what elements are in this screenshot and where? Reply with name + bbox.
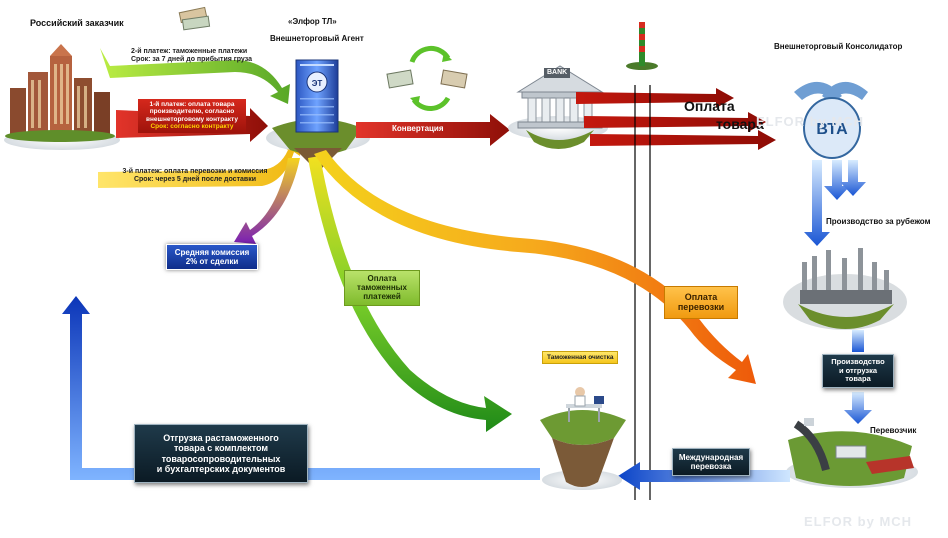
consolidator-logo: ВТА bbox=[794, 81, 868, 159]
customer-label: Российский заказчик bbox=[30, 18, 124, 28]
customs-island-illustration bbox=[540, 387, 626, 490]
border-post bbox=[626, 22, 658, 70]
avg-commission-line2: 2% от сделки bbox=[185, 257, 239, 267]
carrier-illustration bbox=[786, 418, 918, 488]
shipment-line2: товара с комплектом bbox=[173, 443, 268, 454]
arrow-payment-3 bbox=[98, 134, 302, 188]
agent-role-label: Внешнеторговый Агент bbox=[270, 34, 364, 43]
arrow-conversion bbox=[356, 114, 510, 146]
payment-goods-label-1: Оплата bbox=[684, 98, 735, 114]
payment-1-box: 1-й платеж: оплата товара производителю,… bbox=[138, 99, 246, 133]
bank-illustration bbox=[508, 65, 608, 149]
customer-city-illustration bbox=[4, 44, 120, 150]
intl-transport-line2: перевозка bbox=[690, 462, 732, 472]
conversion-label: Конвертация bbox=[392, 124, 444, 133]
payment-2-line2: Срок: за 7 дней до прибытия груза bbox=[131, 56, 252, 64]
watermark-bottom: ELFOR by MCH bbox=[804, 514, 913, 529]
shipment-box: Отгрузка растаможенного товара с комплек… bbox=[134, 424, 308, 484]
production-abroad-label: Производство за рубежом bbox=[826, 217, 931, 226]
intl-transport-line1: Международная bbox=[678, 453, 744, 462]
payment-1-line2: производителю, согласно bbox=[149, 108, 235, 116]
payment-2-box: 2-й платеж: таможенные платежи Срок: за … bbox=[128, 46, 264, 66]
bta-logo-text: ВТА bbox=[816, 121, 848, 138]
shipment-line3: товаросопроводительных bbox=[161, 453, 281, 464]
carrier-label: Перевозчик bbox=[870, 426, 917, 435]
avg-commission-box: Средняя комиссия 2% от сделки bbox=[166, 244, 258, 271]
bank-label: BANK bbox=[544, 68, 571, 79]
transport-payment-line2: перевозки bbox=[677, 302, 725, 313]
customs-clearance-label: Таможенная очистка bbox=[542, 351, 619, 365]
production-shipping-box: Производство и отгрузка товара bbox=[822, 354, 894, 388]
transport-payment-line1: Оплата bbox=[684, 292, 718, 302]
shipment-line4: и бухгалтерских документов bbox=[156, 464, 286, 475]
arrows-consolidator-to-production bbox=[804, 160, 866, 246]
customs-payments-line3: платежей bbox=[363, 292, 401, 302]
payment-1-line1: 1-й платеж: оплата товара bbox=[149, 101, 235, 108]
production-shipping-line3: товара bbox=[845, 374, 871, 384]
payment-1-line3: внешнеторговому контракту bbox=[145, 115, 239, 123]
factory-illustration bbox=[783, 248, 907, 330]
watermark-top: ELFOR by MCH bbox=[756, 114, 865, 129]
arrow-commission bbox=[234, 158, 300, 244]
currency-cycle-icon bbox=[386, 45, 468, 112]
production-shipping-line2: и отгрузка bbox=[838, 365, 878, 375]
intl-transport-box: Международная перевозка bbox=[672, 448, 750, 477]
arrow-production-to-carrier bbox=[844, 330, 872, 424]
money-stack-icon bbox=[178, 6, 211, 31]
payment-goods-label-2: товара bbox=[716, 116, 764, 132]
shipment-line1: Отгрузка растаможенного bbox=[163, 433, 279, 443]
arrows-payment-goods bbox=[576, 88, 776, 150]
production-shipping-line1: Производство bbox=[831, 357, 885, 366]
payment-3-line2: Срок: через 5 дней после доставки bbox=[133, 176, 257, 184]
payment-3-box: 3-й платеж: оплата перевозки и комиссия … bbox=[118, 166, 272, 186]
customs-payments-line1: Оплата bbox=[367, 274, 397, 283]
arrow-payment-2 bbox=[100, 48, 290, 104]
payment-2-line1: 2-й платеж: таможенные платежи bbox=[131, 48, 248, 55]
customs-payments-box: Оплата таможенных платежей bbox=[344, 270, 420, 306]
svg-text:ЭТ: ЭТ bbox=[312, 79, 323, 88]
payment-1-line4: Срок: согласно контракту bbox=[150, 123, 234, 131]
agent-name-label: «Элфор ТЛ» bbox=[288, 17, 337, 26]
customs-payments-line2: таможенных bbox=[357, 283, 407, 293]
payment-3-line1: 3-й платеж: оплата перевозки и комиссия bbox=[122, 168, 268, 175]
consolidator-label: Внешнеторговый Консолидатор bbox=[774, 42, 903, 51]
avg-commission-line1: Средняя комиссия bbox=[174, 248, 250, 257]
transport-payment-box: Оплата перевозки bbox=[664, 286, 738, 319]
agent-tower-illustration: ЭТ bbox=[266, 59, 370, 172]
